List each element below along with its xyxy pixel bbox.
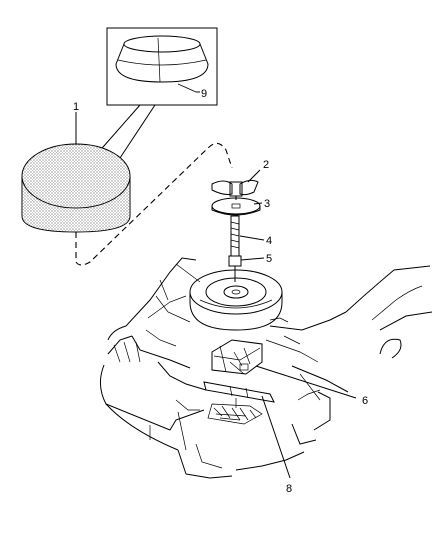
retainer-plate-part (211, 197, 261, 216)
callout-4: 4 (266, 235, 272, 247)
jack-part (211, 339, 263, 375)
tire-cover-ring-part (115, 35, 209, 83)
spacer-part (228, 255, 242, 282)
trunk-floor-detail (207, 403, 263, 425)
leader-lines (75, 91, 357, 479)
car-body-outline (100, 257, 433, 479)
callout-2: 2 (263, 159, 269, 171)
callout-6: 6 (362, 395, 368, 407)
callout-8: 8 (286, 483, 292, 495)
inset-box (106, 27, 218, 106)
tire-cover-part (21, 143, 131, 233)
callout-5: 5 (266, 253, 272, 265)
callout-9: 9 (201, 88, 207, 100)
hold-down-bolt-part (230, 215, 240, 257)
spare-tire (189, 269, 283, 331)
callout-3: 3 (264, 198, 270, 210)
lug-wrench-part (203, 381, 275, 408)
callout-1: 1 (73, 101, 79, 113)
wing-nut-part (211, 179, 259, 200)
dashed-path (75, 142, 233, 266)
